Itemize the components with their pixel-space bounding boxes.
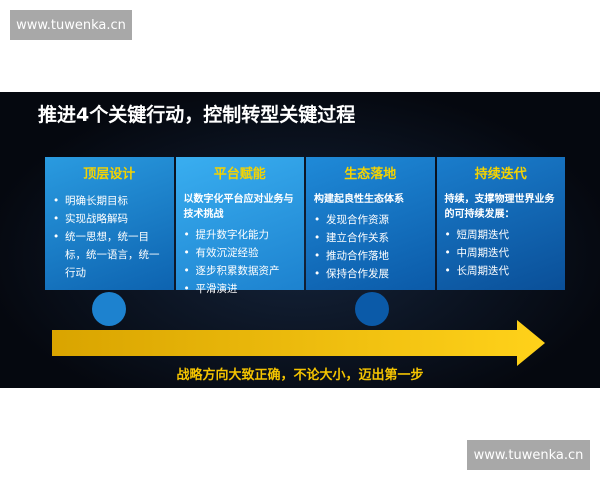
puzzle-panels: 顶层设计明确长期目标实现战略解码统一思想，统一目标，统一语言，统一行动 平台赋能… — [45, 157, 565, 298]
watermark-top: www.tuwenka.cn — [10, 10, 132, 40]
puzzle-knob — [92, 292, 126, 326]
list-item: 中周期迭代 — [445, 244, 558, 262]
slide-title: 推进4个关键行动，控制转型关键过程 — [38, 104, 356, 126]
watermark-bottom: www.tuwenka.cn — [467, 440, 590, 470]
list-item: 长周期迭代 — [445, 262, 558, 280]
list-item: 逐步积累数据资产 — [184, 262, 297, 280]
list-item: 保持合作发展 — [314, 265, 427, 283]
slide: 推进4个关键行动，控制转型关键过程 顶层设计明确长期目标实现战略解码统一思想，统… — [0, 92, 600, 388]
panel-0: 顶层设计明确长期目标实现战略解码统一思想，统一目标，统一语言，统一行动 — [45, 157, 174, 290]
panel-intro: 以数字化平台应对业务与技术挑战 — [183, 194, 294, 220]
puzzle-knob — [355, 292, 389, 326]
list-item: 平滑演进 — [184, 280, 297, 298]
panel-heading: 顶层设计 — [83, 167, 136, 182]
list-item: 有效沉淀经验 — [184, 244, 297, 262]
panel-2: 生态落地构建起良性生态体系发现合作资源建立合作关系推动合作落地保持合作发展 — [306, 157, 435, 290]
slogan: 战略方向大致正确，不论大小，迈出第一步 — [176, 368, 424, 383]
list-item: 统一思想，统一目标，统一语言，统一行动 — [53, 228, 166, 282]
panel-intro: 持续，支撑物理世界业务的可持续发展： — [444, 194, 555, 220]
panel-heading: 持续迭代 — [474, 167, 527, 182]
panel-1: 平台赋能以数字化平台应对业务与技术挑战提升数字化能力有效沉淀经验逐步积累数据资产… — [175, 157, 304, 298]
list-item: 提升数字化能力 — [184, 226, 297, 244]
panel-intro: 构建起良性生态体系 — [314, 194, 404, 205]
panel-heading: 平台赋能 — [213, 167, 266, 182]
list-item: 明确长期目标 — [53, 192, 166, 210]
list-item: 推动合作落地 — [314, 247, 427, 265]
list-item: 实现战略解码 — [53, 210, 166, 228]
progress-arrow — [52, 320, 545, 366]
list-item: 短周期迭代 — [445, 226, 558, 244]
list-item: 建立合作关系 — [314, 229, 427, 247]
list-item: 发现合作资源 — [314, 211, 427, 229]
panel-heading: 生态落地 — [344, 167, 397, 182]
